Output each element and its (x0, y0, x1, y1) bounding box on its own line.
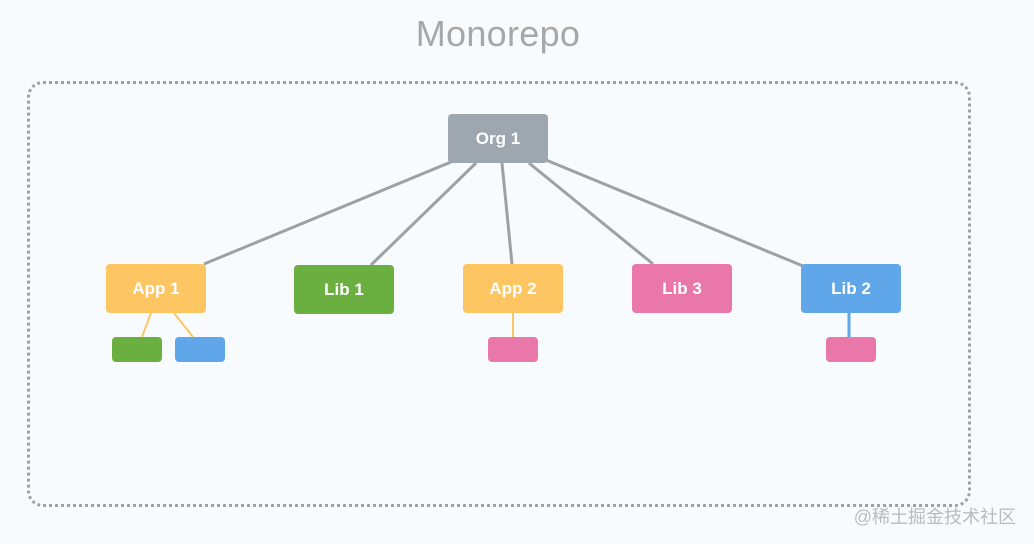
edge-org1-lib3 (528, 161, 654, 266)
app2-subnode-1 (488, 337, 538, 362)
diagram-title: Monorepo (415, 13, 581, 54)
edge-org1-lib2 (545, 158, 804, 268)
node-org1: Org 1 (448, 114, 548, 163)
app1-subnode-1 (112, 337, 162, 362)
node-lib1-label: Lib 1 (324, 279, 364, 299)
edge-org1-app1 (203, 160, 452, 266)
node-lib1: Lib 1 (294, 265, 394, 314)
node-lib2-label: Lib 2 (831, 278, 871, 298)
edge-app1-subnode-2 (173, 312, 194, 338)
node-lib3-label: Lib 3 (662, 278, 702, 298)
lib2-subnode-1 (826, 337, 876, 362)
app1-subnode-2 (175, 337, 225, 362)
node-lib2: Lib 2 (801, 264, 901, 313)
edge-app1-subnode-1 (141, 312, 152, 338)
node-app2-label: App 2 (489, 278, 537, 298)
node-app1-label: App 1 (132, 278, 180, 298)
node-lib3: Lib 3 (632, 264, 732, 313)
edge-org1-lib1 (369, 161, 478, 267)
node-app1: App 1 (106, 264, 206, 313)
edge-org1-app2 (500, 162, 514, 265)
node-org1-label: Org 1 (475, 128, 521, 148)
watermark: @稀土掘金技术社区 (853, 507, 1016, 527)
monorepo-boundary (27, 81, 971, 507)
node-app2: App 2 (463, 264, 563, 313)
